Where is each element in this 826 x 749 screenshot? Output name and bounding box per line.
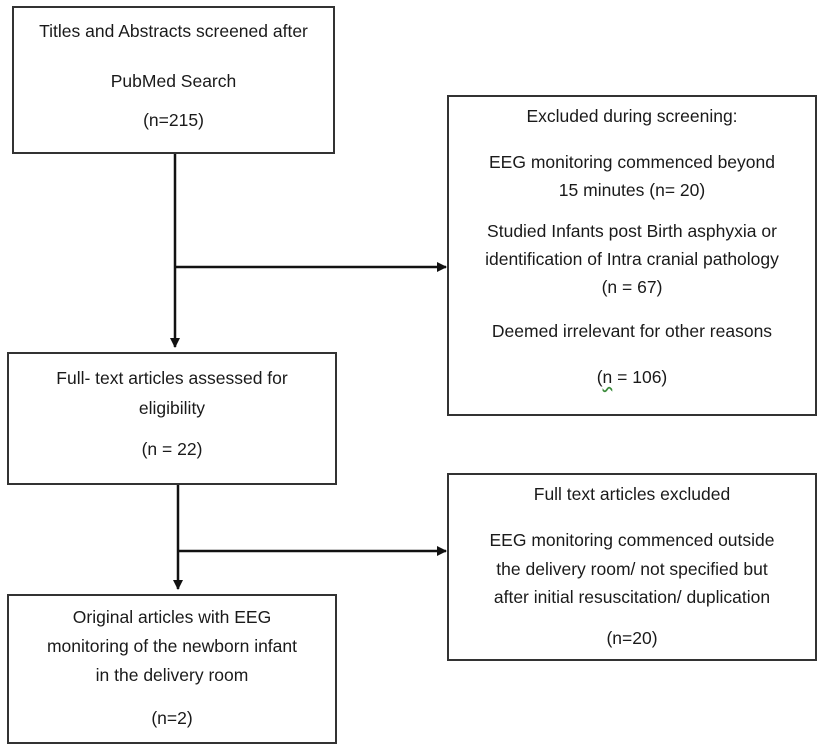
- exclusion-reason-2-line2: identification of Intra cranial patholog…: [485, 249, 779, 269]
- reason3-n: n: [602, 367, 613, 387]
- included-count: (n=2): [151, 708, 193, 728]
- fulltext-excluded-count: (n=20): [606, 628, 658, 648]
- fulltext-line1: Full- text articles assessed for: [56, 368, 288, 388]
- screened-count: (n=215): [143, 110, 204, 130]
- fulltext-excluded-heading: Full text articles excluded: [533, 484, 731, 504]
- exclusion-reason-3-count: (n = 106): [449, 365, 815, 389]
- fulltext-line2: eligibility: [138, 398, 206, 418]
- fulltext-excluded-line2: the delivery room/ not specified but: [496, 559, 768, 579]
- screened-line1: Titles and Abstracts screened after: [39, 21, 308, 41]
- fulltext-excluded-box: Full text articles excluded EEG monitori…: [447, 473, 817, 661]
- exclusion-reason-1-line2: 15 minutes (n= 20): [558, 180, 706, 200]
- excluded-screening-heading: Excluded during screening:: [526, 106, 738, 126]
- excluded-screening-box: Excluded during screening: EEG monitorin…: [447, 95, 817, 416]
- included-box: Original articles with EEG monitoring of…: [7, 594, 337, 744]
- exclusion-reason-2-count: (n = 67): [601, 277, 663, 297]
- reason3-open: (: [596, 367, 603, 387]
- included-line1: Original articles with EEG: [72, 607, 272, 627]
- included-line2: monitoring of the newborn infant: [46, 636, 298, 656]
- exclusion-reason-2-line1: Studied Infants post Birth asphyxia or: [487, 221, 777, 241]
- screened-box: Titles and Abstracts screened after PubM…: [12, 6, 335, 154]
- included-line3: in the delivery room: [95, 665, 249, 685]
- fulltext-excluded-line1: EEG monitoring commenced outside: [489, 530, 775, 550]
- exclusion-reason-1-line1: EEG monitoring commenced beyond: [489, 152, 775, 172]
- screened-line2: PubMed Search: [110, 71, 237, 91]
- exclusion-reason-3-line1: Deemed irrelevant for other reasons: [491, 321, 773, 341]
- reason3-rest: = 106): [612, 367, 668, 387]
- fulltext-box: Full- text articles assessed for eligibi…: [7, 352, 337, 485]
- fulltext-count: (n = 22): [141, 439, 203, 459]
- fulltext-excluded-line3: after initial resuscitation/ duplication: [493, 587, 771, 607]
